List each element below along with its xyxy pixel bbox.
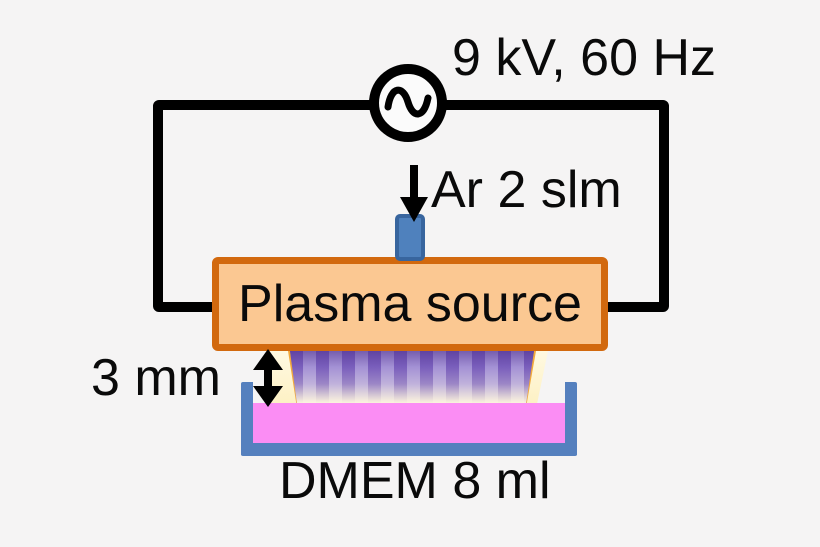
plume-striped-discharge [290,351,534,404]
petri-dish [241,382,577,456]
plasma-source-label: Plasma source [238,275,582,333]
sine-wave-icon [384,86,432,118]
gas-inlet-tube [395,214,425,261]
gap-label: 3 mm [91,349,221,407]
plasma-plume [267,351,548,404]
liquid-label: DMEM 8 ml [279,452,551,510]
gas-flow-down-arrow-icon [400,165,428,222]
plasma-source-box: Plasma source [212,257,608,351]
gap-double-arrow-icon [253,349,283,407]
liquid-medium [253,403,565,443]
ac-source-icon [369,64,447,142]
gas-label: Ar 2 slm [431,161,622,219]
power-label: 9 kV, 60 Hz [452,29,717,87]
